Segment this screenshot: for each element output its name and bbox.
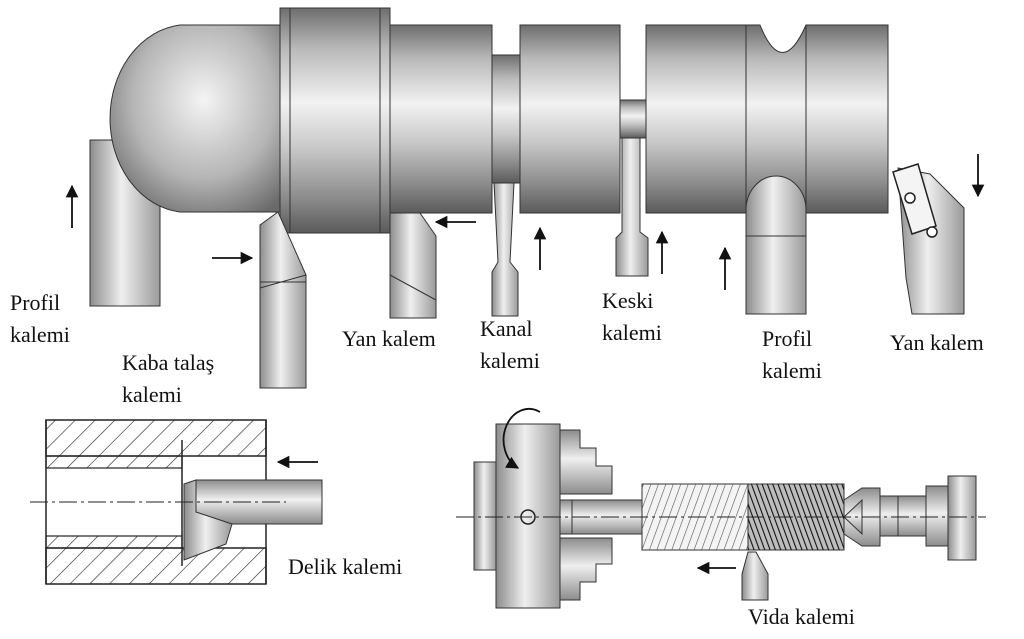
yan-right-label: Yan kalem: [890, 330, 984, 355]
kaba-label-1: Kaba talaş: [122, 350, 214, 375]
kanal-tool: [491, 182, 519, 317]
kaba-label-2: kalemi: [122, 382, 182, 407]
kanal-label-1: Kanal: [480, 316, 533, 341]
bore-wall-top: [45, 419, 267, 457]
chuck-jaw-top: [559, 429, 613, 495]
yan-mid-label: Yan kalem: [342, 326, 436, 351]
feed-arrows-top: [65, 154, 985, 290]
shaft-neck: [619, 99, 647, 139]
threading-section: Vida kalemi: [456, 408, 986, 629]
tailstock-quill: [879, 495, 927, 537]
kaba-talas-tool: [259, 211, 307, 389]
keski-label-2: kalemi: [602, 320, 662, 345]
keski-label-1: Keski: [602, 288, 653, 313]
profil-left-label-2: kalemi: [10, 322, 70, 347]
shaft-dome: [109, 24, 281, 213]
rotation-arrow-icon: [502, 408, 541, 469]
shaft-section-1: [389, 24, 493, 214]
tailstock-body: [925, 485, 949, 547]
shaft-profile-section: [745, 24, 889, 214]
bore-step-top: [45, 455, 183, 469]
kanal-label-2: kalemi: [480, 348, 540, 373]
tailstock-housing: [947, 475, 977, 561]
shaft-section-3: [645, 24, 747, 214]
vida-tool: [741, 551, 769, 601]
chuck-flange: [473, 461, 497, 571]
boring-section: Delik kalemi: [30, 419, 402, 585]
yan-kalem-right-tool: [892, 163, 965, 315]
profil-left-label-1: Profil: [10, 290, 60, 315]
keski-tool: [615, 137, 649, 277]
chuck-jaw-bottom: [559, 537, 613, 601]
insert-screw-icon: [904, 192, 916, 204]
tool-labels-top: Profil kalemi Kaba talaş kalemi Yan kale…: [10, 288, 984, 407]
delik-label: Delik kalemi: [288, 554, 402, 579]
bore-step-bottom: [45, 535, 183, 549]
profil-right-tool: [745, 175, 807, 315]
vida-label: Vida kalemi: [748, 604, 855, 629]
bore-wall-bottom: [45, 547, 267, 585]
shaft-groove: [491, 54, 521, 184]
boring-tip: [183, 479, 233, 561]
workpiece-shaft: [89, 7, 889, 307]
shaft-collar: [279, 7, 391, 234]
profil-right-label-1: Profil: [762, 326, 812, 351]
shaft-section-2: [519, 24, 621, 214]
profil-right-label-2: kalemi: [762, 358, 822, 383]
yan-kalem-mid-tool: [389, 212, 437, 319]
